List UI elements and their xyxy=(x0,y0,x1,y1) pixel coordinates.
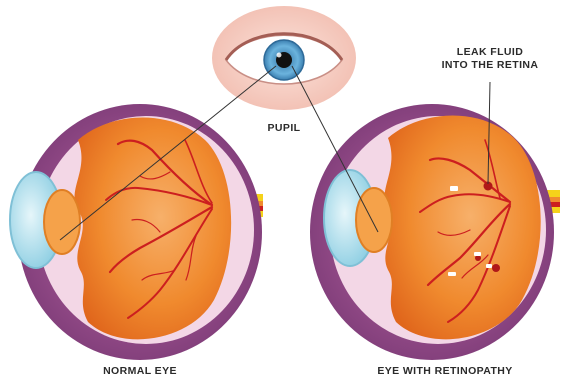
normal-eye-caption: NORMAL EYE xyxy=(70,365,210,378)
normal-eye xyxy=(10,104,263,360)
front-eye-icon xyxy=(212,6,356,110)
lens-right xyxy=(356,188,392,252)
eye-highlight xyxy=(277,53,282,58)
lens xyxy=(44,190,80,254)
retinopathy-eye xyxy=(310,104,560,360)
leak-fluid-label: LEAK FLUID INTO THE RETINA xyxy=(430,46,550,72)
pupil-label: PUPIL xyxy=(254,122,314,135)
leak-fluid-label-line2: INTO THE RETINA xyxy=(430,59,550,72)
retinopathy-eye-caption: EYE WITH RETINOPATHY xyxy=(335,365,555,378)
eyeball-interior-right xyxy=(385,115,541,339)
leak-fluid-label-line1: LEAK FLUID xyxy=(430,46,550,59)
